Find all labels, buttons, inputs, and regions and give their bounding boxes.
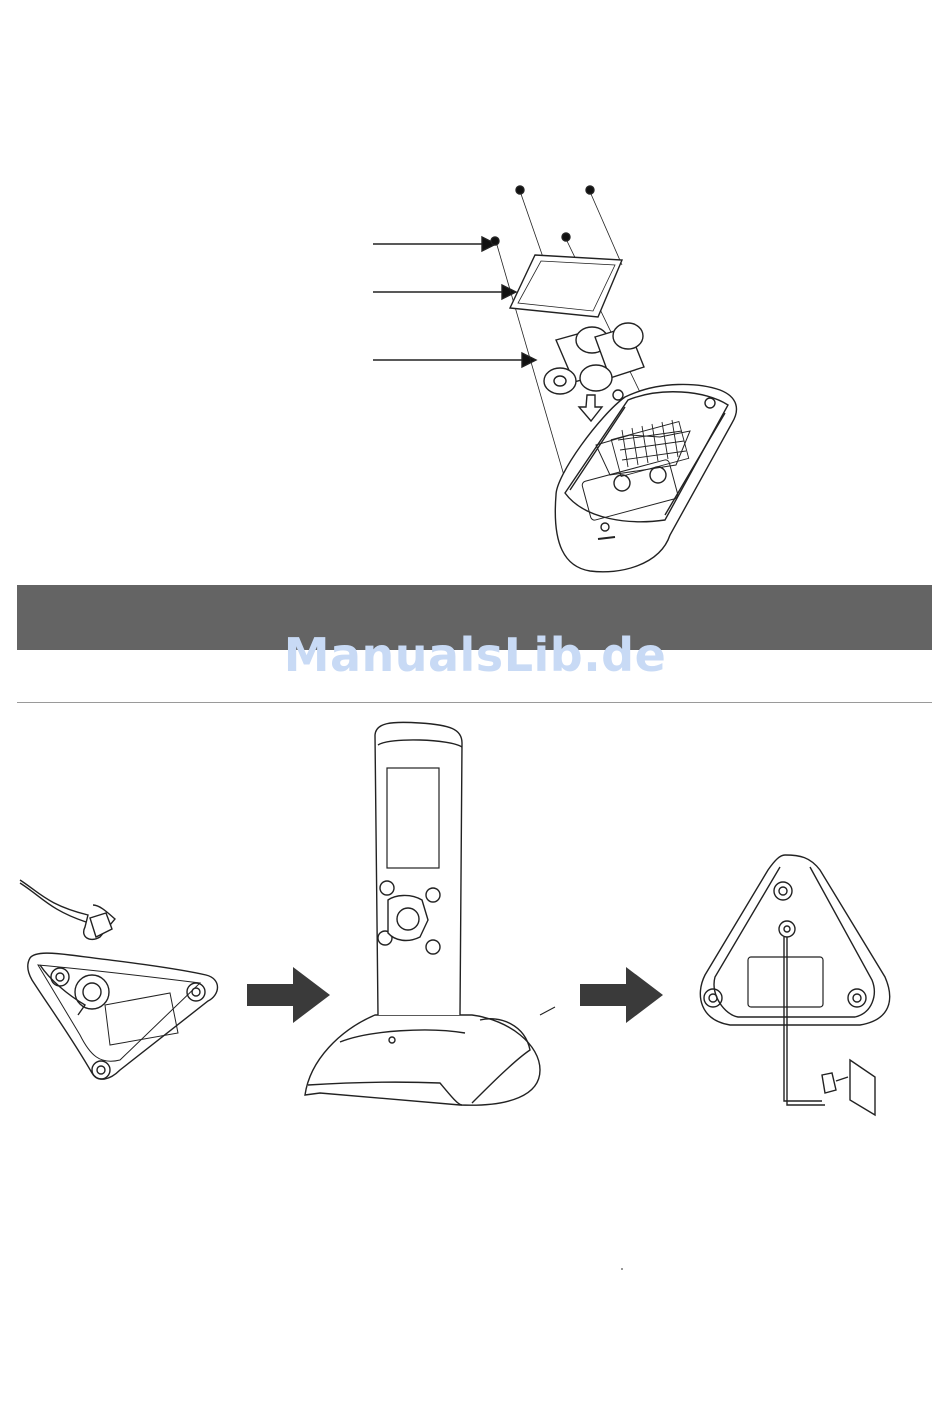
charging-base-underside: [20, 880, 218, 1079]
watermark: ManualsLib.de: [0, 628, 950, 682]
battery-compartment-figure: [360, 175, 760, 580]
battery-icon: [544, 323, 644, 394]
right-arrow-icon: [580, 967, 663, 1023]
screw-icon: [491, 186, 594, 245]
dock-setup-figure: [10, 715, 940, 1125]
callout-screw: [373, 237, 496, 251]
divider: [17, 702, 932, 703]
remote-rear-housing: [555, 384, 736, 571]
stray-dot: [621, 1268, 623, 1270]
right-arrow-icon: [247, 967, 330, 1023]
callout-batteries: [373, 353, 536, 367]
battery-cover-plate: [510, 255, 622, 317]
remote-in-charging-base: [305, 722, 555, 1105]
callout-cover: [373, 285, 516, 299]
charging-base-with-adapter: [700, 855, 889, 1115]
